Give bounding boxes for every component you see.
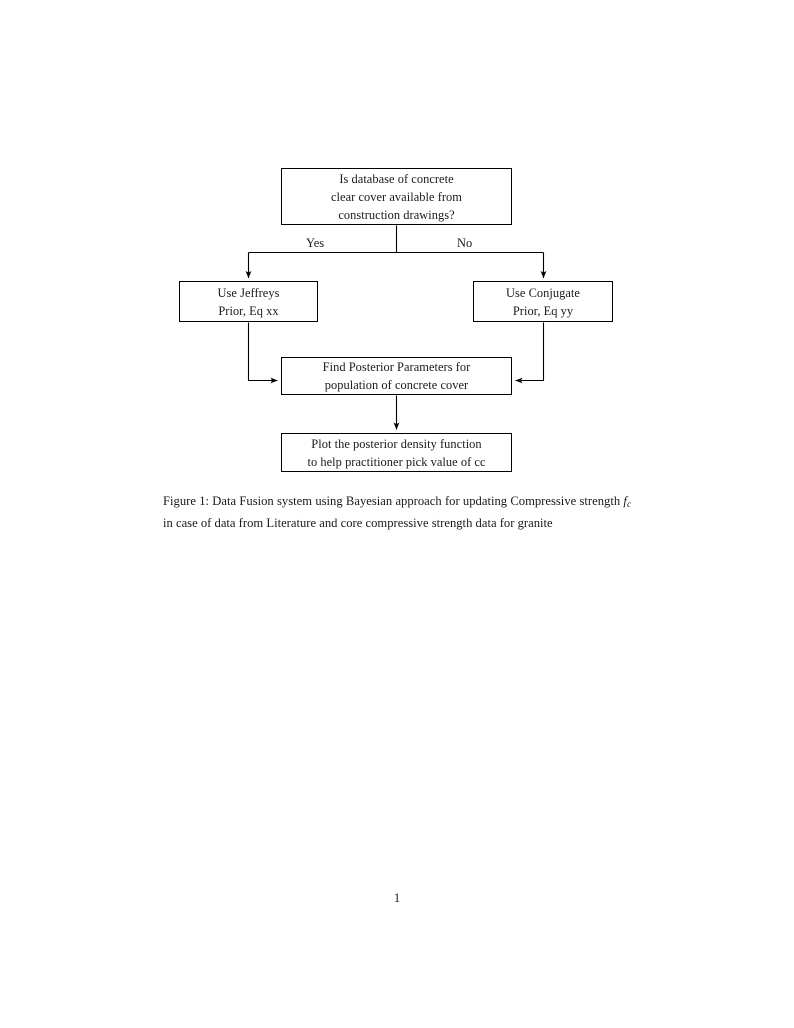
node-question-line-2: clear cover available from: [331, 189, 462, 204]
flowchart-connector-lines: [245, 225, 547, 430]
flowchart-node-find-posterior: Find Posterior Parameters for population…: [281, 357, 512, 395]
node-jeffreys-line-1: Use Jeffreys: [217, 285, 280, 300]
caption-label: Figure 1:: [163, 494, 210, 508]
caption-math-fc: fc: [623, 494, 631, 509]
node-plot-line-2: to help practitioner pick value of cc: [307, 454, 486, 469]
caption-text-before-math: Data Fusion system using Bayesian approa…: [209, 494, 624, 508]
node-jeffreys-line-2: Prior, Eq xx: [218, 303, 279, 318]
edge-jeffreys-to-posterior: [247, 322, 278, 384]
figure-flowchart: Is database of concrete clear cover avai…: [0, 0, 794, 490]
caption-math-subscript: c: [626, 498, 631, 509]
node-plot-line-1: Plot the posterior density function: [311, 436, 482, 451]
node-question-line-3: construction drawings?: [338, 207, 455, 222]
node-posterior-line-2: population of concrete cover: [324, 378, 469, 392]
edge-label-yes: Yes: [306, 236, 325, 250]
flowchart-node-question: Is database of concrete clear cover avai…: [281, 168, 512, 225]
caption-math-base: f: [623, 494, 627, 508]
flowchart-node-conjugate-prior: Use Conjugate Prior, Eq yy: [473, 281, 613, 322]
edge-label-no: No: [457, 236, 473, 250]
node-conjugate-line-1: Use Conjugate: [506, 285, 580, 300]
node-conjugate-line-2: Prior, Eq yy: [512, 303, 574, 318]
flowchart-node-plot-density: Plot the posterior density function to h…: [281, 433, 512, 472]
edge-conjugate-to-posterior: [515, 322, 545, 384]
flowchart-node-jeffreys-prior: Use Jeffreys Prior, Eq xx: [179, 281, 318, 322]
caption-text-after-math: in case of data from Literature and core…: [163, 516, 553, 531]
page-number: 1: [393, 891, 401, 905]
node-question-line-1: Is database of concrete: [339, 171, 454, 186]
node-posterior-line-1: Find Posterior Parameters for: [322, 360, 471, 374]
figure-caption: Figure 1: Data Fusion system using Bayes…: [163, 492, 631, 534]
